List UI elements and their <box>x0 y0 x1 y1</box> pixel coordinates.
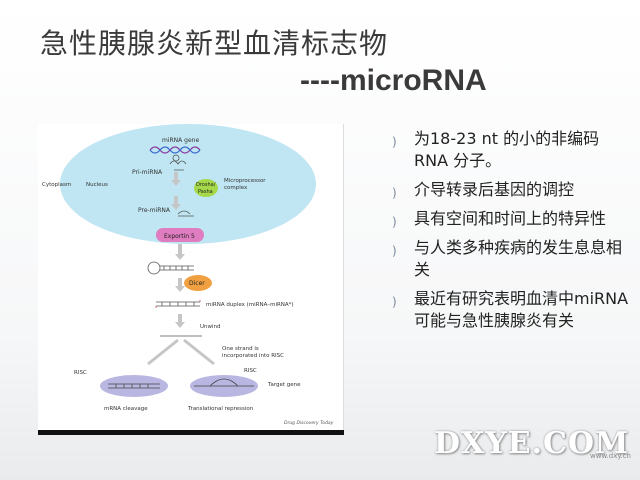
drosha-pasha-shape <box>194 179 218 197</box>
repression-strand-icon <box>194 378 254 387</box>
pre-mirna-icon <box>177 210 194 217</box>
mrna-cleavage-label: mRNA cleavage <box>104 406 148 412</box>
arrow-to-dicer <box>175 278 185 292</box>
figure-credit: Drug Discovery Today <box>284 420 334 426</box>
cleavage-strand-icon <box>108 383 160 389</box>
risc-left-label: RISC <box>74 370 87 376</box>
bullet-list: )为18-23 nt 的小的非编码RNA 分子。 )介导转录后基因的调控 )具有… <box>392 128 632 339</box>
unwind-label: Unwind <box>200 324 221 330</box>
duplex-icon <box>155 300 201 308</box>
dna-helix-icon <box>149 146 201 154</box>
risc-left-shape <box>100 375 168 397</box>
one-strand-label: One strand is <box>222 346 259 352</box>
mirna-gene-label: miRNA gene <box>162 137 199 144</box>
pri-mirna-label: Pri-miRNA <box>132 169 163 176</box>
pre-mirna-label: Pre-miRNA <box>138 207 171 214</box>
exportin-shape <box>156 228 204 242</box>
slide-subtitle: ----microRNA <box>300 64 487 97</box>
arrow-unwind <box>175 314 185 328</box>
target-gene-label: Target gene <box>267 382 301 388</box>
figure-border-bar <box>38 430 344 435</box>
bullet-marker-icon: ) <box>392 244 397 258</box>
bullet-marker-icon: ) <box>392 295 397 309</box>
bullet-item: )介导转录后基因的调控 <box>392 179 632 201</box>
complex-label: complex <box>224 185 248 191</box>
mirna-biogenesis-figure: miRNA gene Pri-miRNA Drosha/ Pasha Micro… <box>38 124 344 434</box>
slide-title: 急性胰腺炎新型血清标志物 <box>40 27 389 60</box>
exportin-label: Exportin 5 <box>164 233 195 240</box>
cytoplasm-hairpin-icon <box>147 261 194 275</box>
risc-right-label: RISC <box>244 368 257 374</box>
cytoplasm-label: Cytoplasm <box>42 182 71 188</box>
bullet-item: )与人类多种疾病的发生息息相关 <box>392 238 623 279</box>
nucleus-arrows <box>171 172 181 210</box>
nucleus-label: Nucleus <box>86 182 108 188</box>
arrow-to-cytoplasm <box>175 244 185 260</box>
mirna-pathway-diagram: miRNA gene Pri-miRNA Drosha/ Pasha Micro… <box>42 124 334 426</box>
bullet-item: )最近有研究表明血清中miRNA 可能与急性胰腺炎有关 <box>392 289 629 330</box>
microprocessor-label: Microprocessor <box>224 178 266 184</box>
pasha-label: Pasha <box>198 189 213 195</box>
bullet-marker-icon: ) <box>392 186 397 200</box>
bullet-marker-icon: ) <box>392 135 397 149</box>
dicer-label: Dicer <box>189 280 205 287</box>
bullet-item: )为18-23 nt 的小的非编码RNA 分子。 <box>392 129 600 170</box>
incorporated-label: incorporated into RISC <box>222 353 284 359</box>
bullet-marker-icon: ) <box>392 215 397 229</box>
drosha-label: Drosha/ <box>196 182 216 188</box>
dicer-shape <box>184 275 212 291</box>
translational-repression-label: Translational repression <box>187 406 254 412</box>
pri-mirna-icon <box>169 154 187 171</box>
nucleus-shape <box>60 124 316 244</box>
watermark-logo: DXYE.COM <box>434 426 630 461</box>
watermark-url: www.dxy.cn <box>590 452 631 460</box>
bullet-item: )具有空间和时间上的特异性 <box>392 208 632 230</box>
split-arrows <box>147 338 215 366</box>
duplex-label: miRNA duplex (miRNA–miRNA*) <box>206 302 294 308</box>
